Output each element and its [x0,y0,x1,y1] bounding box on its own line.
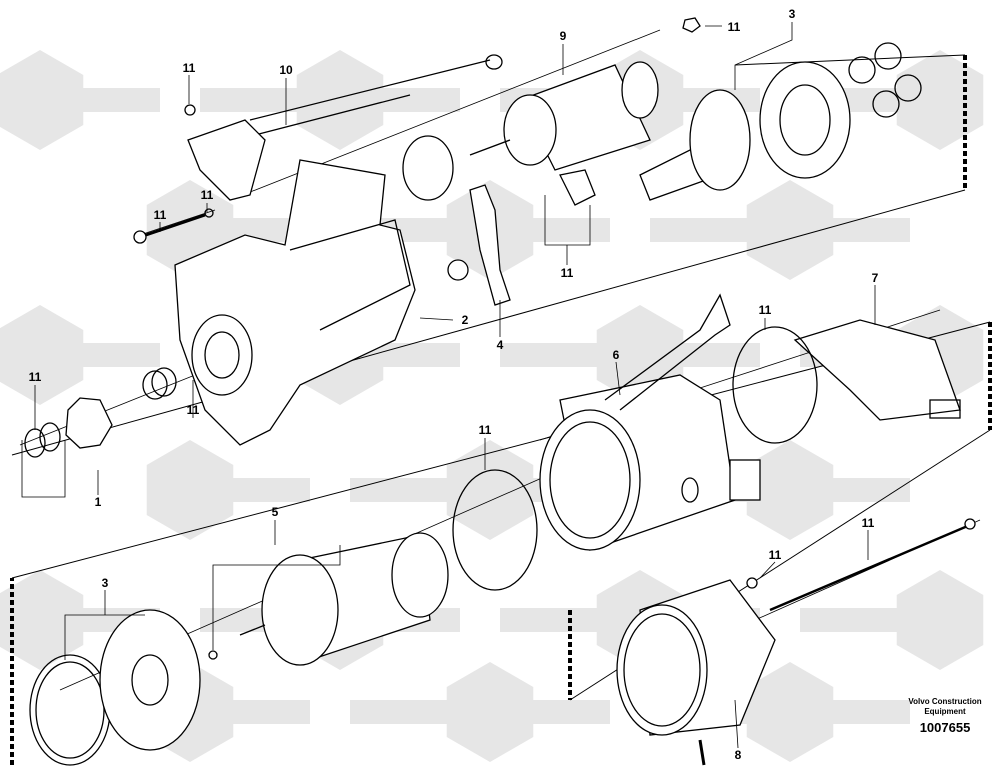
caption-line-1: Volvo Construction [908,697,982,706]
seal-ring [732,326,818,444]
part-label: 11 [200,188,214,202]
watermark-logo [0,50,300,150]
part-4-shift-lever [447,169,596,306]
part-1-pinion-set [21,367,177,498]
part-label: 11 [182,61,196,75]
part-10-cable-bracket [187,54,503,201]
part-label: 7 [871,271,879,285]
part-label: 10 [279,63,293,77]
part-label: 11 [478,423,492,437]
part-2-drive-housing [174,159,416,446]
watermark-logo [746,440,910,540]
part-label: 9 [559,29,567,43]
watermark-logo [146,440,450,540]
caption-line-2: Equipment [924,707,966,716]
part-label: 2 [461,313,469,327]
part-label: 11 [28,370,42,384]
watermark-logo [896,50,984,150]
fasteners-11 [133,17,701,244]
part-label: 6 [612,348,620,362]
watermark-logo [896,570,984,670]
part-label: 11 [727,20,741,34]
part-8-commutator-end-cover [616,518,976,766]
part-label: 4 [496,338,504,352]
part-label: 11 [861,516,875,530]
separator-lines [10,54,992,765]
part-7-brush-holder [793,319,961,421]
part-label: 11 [186,403,200,417]
part-label: 1 [94,495,102,509]
part-label: 11 [153,208,167,222]
part-5-armature [208,532,449,666]
seal-ring [452,469,538,591]
part-label: 8 [734,748,742,762]
part-9-solenoid [402,61,659,201]
part-label: 11 [758,303,772,317]
leader-lines [34,22,876,749]
part-3-end-cover-seal [29,609,201,766]
watermark-logo [746,662,910,762]
part-label: 3 [101,576,109,590]
document-number: 1007655 [919,720,971,735]
watermark-logo [746,180,910,280]
part-3-drive-gears [639,42,922,201]
part-label: 3 [788,7,796,21]
part-label: 11 [560,266,574,280]
part-label: 5 [271,505,279,519]
manufacturer-caption: Volvo Construction Equipment [890,697,1000,717]
part-label: 11 [768,548,782,562]
part-6-field-frame [539,293,761,551]
